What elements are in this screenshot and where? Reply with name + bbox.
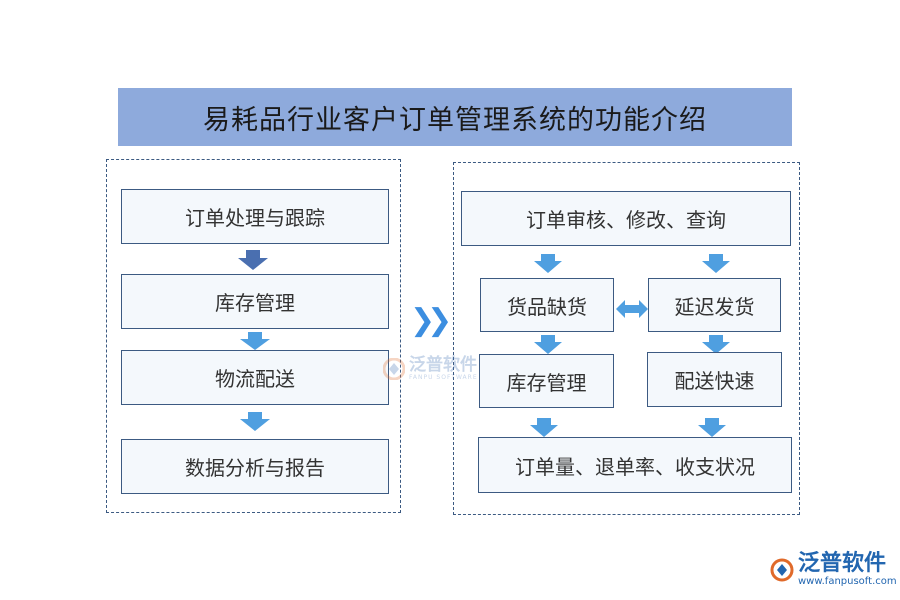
arrow-down-icon [534, 335, 562, 354]
left-step-box: 数据分析与报告 [121, 439, 389, 494]
watermark: 泛普软件 FANPU SOFTWARE [383, 356, 478, 381]
brand-name: 泛普软件 [798, 551, 887, 576]
left-step-box: 物流配送 [121, 350, 389, 405]
right-top-label: 订单审核、修改、查询 [526, 208, 726, 232]
arrow-down-icon [534, 254, 562, 273]
right-bottom-box: 订单量、退单率、收支状况 [478, 437, 792, 493]
watermark-sub: FANPU SOFTWARE [409, 374, 478, 381]
brand-url: www.fanpusoft.com [798, 576, 897, 587]
left-step-box: 库存管理 [121, 274, 389, 329]
right-bottom-label: 订单量、退单率、收支状况 [515, 454, 755, 479]
fanpu-logo-icon [383, 357, 405, 380]
right-top-box: 订单审核、修改、查询 [461, 191, 791, 246]
double-chevron-right-icon: ❯❯ [410, 303, 452, 338]
left-step-box: 订单处理与跟踪 [121, 189, 389, 244]
watermark-name: 泛普软件 [409, 355, 477, 375]
arrow-down-icon [240, 332, 270, 350]
fanpu-logo-icon [770, 558, 794, 581]
left-step-label: 库存管理 [215, 291, 295, 315]
right-mid-left-box: 货品缺货 [480, 278, 614, 332]
brand-logo: 泛普软件 www.fanpusoft.com [770, 552, 897, 587]
right-mid-right-box: 延迟发货 [648, 278, 781, 332]
diagram-title-bar: 易耗品行业客户订单管理系统的功能介绍 [118, 88, 792, 146]
right-lower-right-box: 配送快速 [647, 352, 782, 407]
double-arrow-icon [616, 300, 648, 318]
arrow-down-icon [702, 335, 730, 354]
left-step-label: 订单处理与跟踪 [185, 206, 325, 230]
arrow-down-icon [530, 418, 558, 437]
right-mid-right-label: 延迟发货 [674, 294, 755, 319]
arrow-down-icon [240, 412, 270, 431]
arrow-down-icon [702, 254, 730, 273]
left-step-label: 物流配送 [215, 367, 295, 391]
right-lower-right-label: 配送快速 [674, 369, 755, 393]
right-lower-left-label: 库存管理 [506, 370, 587, 395]
right-lower-left-box: 库存管理 [479, 354, 614, 408]
arrow-down-icon [238, 250, 268, 270]
right-panel [453, 162, 800, 515]
right-mid-left-label: 货品缺货 [507, 294, 587, 319]
arrow-down-icon [698, 418, 726, 437]
diagram-title: 易耗品行业客户订单管理系统的功能介绍 [203, 104, 707, 136]
left-step-label: 数据分析与报告 [185, 456, 325, 480]
left-panel [106, 159, 401, 513]
